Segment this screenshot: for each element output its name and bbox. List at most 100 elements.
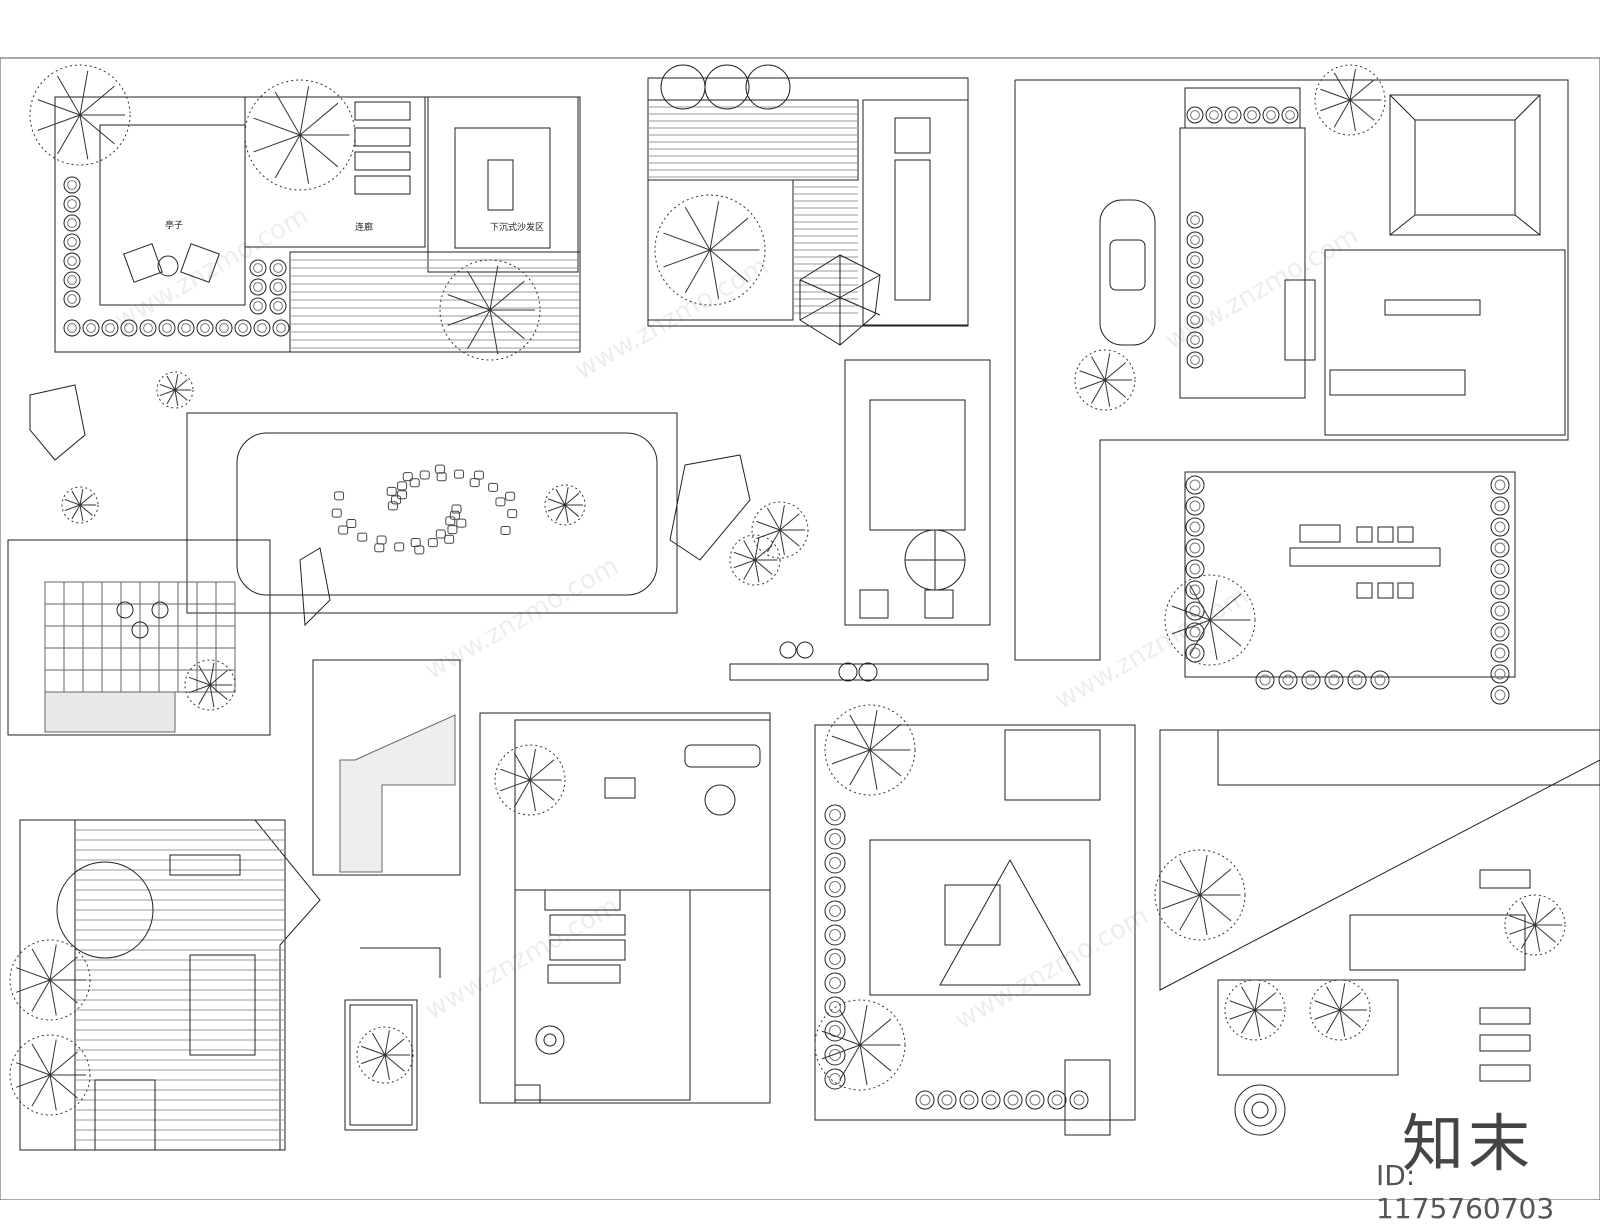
watermark-brand: 知末 (1402, 1107, 1535, 1180)
tree-branch (1254, 983, 1261, 1011)
tree-branch (555, 504, 566, 521)
tree-branch (529, 779, 555, 801)
tree-branch (16, 1062, 51, 1076)
tree-canopy (654, 194, 766, 306)
planter-circle (1262, 106, 1280, 124)
stepping-stone (346, 519, 357, 529)
tree-branch (31, 1043, 51, 1076)
tree-icon (156, 371, 194, 409)
planter-circle (1278, 670, 1298, 690)
planter-circle (1490, 538, 1510, 558)
planter-circle (1224, 106, 1242, 124)
tree-branch (299, 86, 310, 136)
planter-circle (824, 900, 846, 922)
tree-branch (1349, 99, 1356, 132)
planter-circle (1243, 106, 1261, 124)
stepping-stone (495, 497, 506, 507)
tree-branch (564, 487, 569, 506)
planter-circle-inner (829, 833, 841, 845)
planter-circle-inner (273, 301, 283, 311)
planter-circle (824, 1020, 846, 1042)
tree-branch (1091, 356, 1106, 381)
tree-icon (1309, 979, 1371, 1041)
tree-branch (709, 201, 720, 251)
stepping-stone (454, 469, 465, 479)
planter-circle (1185, 496, 1205, 516)
planter-circle-inner (1189, 563, 1201, 575)
tree-branch (831, 749, 871, 765)
tree-branch (1209, 619, 1218, 660)
tree-canopy (244, 79, 356, 191)
tree-branch (500, 779, 531, 792)
sheet-border (0, 57, 1600, 1200)
tree-icon (544, 484, 586, 526)
planter-circle-inner (829, 905, 841, 917)
tree-branch (1104, 379, 1127, 398)
planter-circle (269, 278, 287, 296)
planter-circle (269, 259, 287, 277)
tree-branch (547, 498, 566, 506)
planter-circle-inner (181, 323, 191, 333)
tree-icon (1154, 849, 1246, 941)
tree-branch (1199, 868, 1232, 896)
tree-branch (1509, 924, 1536, 935)
tree-canopy (9, 939, 91, 1021)
planter-circle (824, 876, 846, 898)
tree-branch (1104, 353, 1111, 381)
tree-branch (1209, 593, 1242, 621)
plan-grid-patio (7, 539, 271, 736)
tree-branch (188, 684, 211, 694)
planter-circle (824, 924, 846, 946)
tree-branch (831, 735, 871, 751)
tree-icon (824, 704, 916, 796)
stepping-stone (473, 470, 484, 480)
tree-branch (1339, 1009, 1346, 1037)
planter-circle (63, 176, 81, 194)
planter-circle-inner (1351, 674, 1363, 686)
planter-circle-inner (1247, 110, 1257, 120)
tree-branch (79, 488, 84, 506)
planter-circle (824, 1044, 846, 1066)
planter-circle-inner (253, 282, 263, 292)
tree-branch (756, 529, 781, 540)
planter-circle-inner (1494, 500, 1506, 512)
planter-circle (1185, 538, 1205, 558)
tree-branch (1199, 894, 1232, 922)
tree-branch (709, 249, 749, 283)
planter-circle-inner (124, 323, 134, 333)
tree-branch (1349, 68, 1356, 101)
tree-branch (1209, 580, 1218, 621)
tree-branch (1534, 898, 1541, 926)
plan-wood-deck (19, 819, 321, 1151)
tree-branch (299, 102, 339, 136)
planter-circle-inner (1189, 500, 1201, 512)
label-corridor: 连廊 (355, 223, 374, 233)
tree-branch (1079, 379, 1106, 390)
planter-circle-inner (963, 1094, 975, 1106)
tree-branch (489, 265, 499, 311)
planter-circle (1047, 1090, 1067, 1110)
planter-circle (120, 319, 138, 337)
stepping-stone (387, 501, 398, 511)
tree-branch (1534, 907, 1557, 926)
tree-branch (821, 1044, 861, 1060)
tree-icon (244, 79, 356, 191)
planter-circle-inner (1189, 605, 1201, 617)
stepping-stone (488, 482, 499, 492)
planter-circle (1324, 670, 1344, 690)
tree-branch (839, 1009, 861, 1046)
plan-l-walkway (312, 659, 461, 876)
tree-branch (79, 70, 89, 116)
planter-circle-inner (67, 275, 77, 285)
planter-circle (1025, 1090, 1045, 1110)
tree-branch (253, 134, 301, 153)
tree-canopy (1074, 349, 1136, 411)
tree-branch (31, 979, 51, 1012)
stepping-stone (391, 495, 402, 505)
tree-branch (16, 979, 51, 993)
tree-branch (1326, 1009, 1341, 1034)
planter-circle (1186, 211, 1204, 229)
tree-canopy (814, 999, 906, 1091)
planter-circle (249, 297, 267, 315)
tree-branch (1339, 983, 1346, 1011)
